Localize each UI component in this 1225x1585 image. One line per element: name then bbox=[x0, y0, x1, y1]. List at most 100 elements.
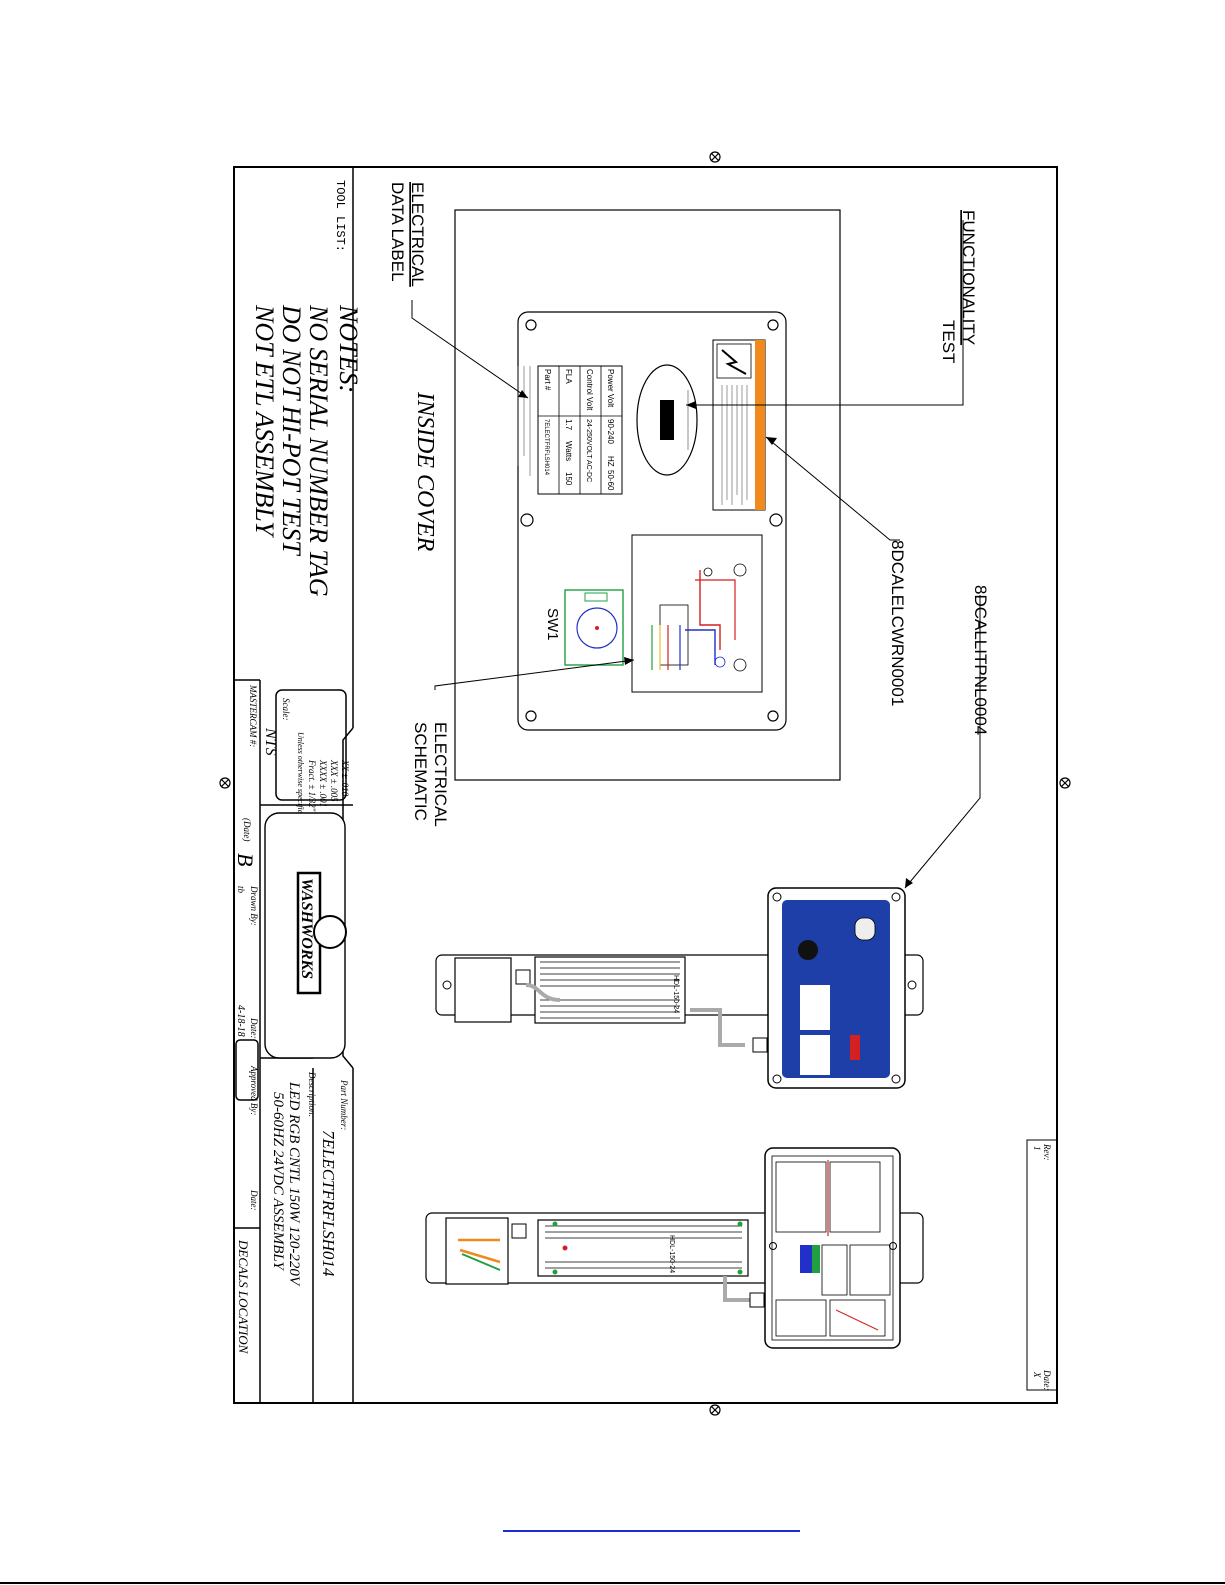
rev-value: 1 bbox=[1032, 1146, 1042, 1151]
electrical-data-label: Power Volt 90-240 HZ 50-60 Control Volt … bbox=[517, 365, 623, 495]
rev-date-label: Date: bbox=[1042, 1369, 1052, 1391]
electric-hazard-icon bbox=[716, 343, 752, 379]
callout-functionality-test: FUNCTIONALITY TEST bbox=[939, 210, 978, 363]
data-label-watts: Watts bbox=[564, 441, 573, 461]
tolerance-line-3: XXXX ± .001 bbox=[318, 759, 328, 807]
rev-initials: tb bbox=[236, 886, 246, 894]
data-label-part-value: 7ELECTFRFLSH014 bbox=[543, 419, 549, 476]
notes-block: TOOL LIST: NOTES: NO SERIAL NUMBER TAG D… bbox=[250, 180, 363, 597]
selector-knob-icon bbox=[854, 917, 876, 941]
tool-list-label: TOOL LIST: bbox=[333, 180, 347, 252]
tolerance-line-1: XX ± .010 bbox=[340, 759, 350, 797]
cable-gland-left-2 bbox=[752, 1037, 768, 1053]
callout-functionality-line-2: TEST bbox=[939, 320, 958, 363]
data-label-hz-value: 50-60 bbox=[606, 470, 615, 491]
sw1-switch-drawing bbox=[564, 589, 624, 666]
warning-decal-leader bbox=[765, 436, 900, 541]
data-label-power-volt: Power Volt bbox=[606, 369, 615, 408]
approved-by-label: Approved By: bbox=[249, 1065, 259, 1115]
junction-box-left bbox=[454, 957, 512, 1023]
date-label-small: (Date) bbox=[242, 818, 252, 842]
description-line-1: LED RGB CNTL 150W 120-220V bbox=[286, 1081, 302, 1287]
callout-lit-panel-decal: 8DCALLITPNL0004 bbox=[971, 585, 990, 735]
junction-box-right bbox=[445, 1217, 509, 1285]
sw1-label: SW1 bbox=[544, 608, 561, 641]
footer-link-underline[interactable] bbox=[503, 1530, 800, 1532]
mastercam-label: MASTERCAM #: bbox=[248, 684, 258, 747]
leader-arrowheads bbox=[518, 390, 913, 888]
data-label-control-volt-value: 24-250VOLT AC-DC bbox=[585, 419, 592, 482]
callout-electrical-data-label: ELECTRICAL DATA LABEL bbox=[388, 182, 427, 287]
warning-decal bbox=[712, 339, 766, 511]
leader-lines bbox=[411, 220, 981, 889]
tolerance-line-4: Fract. ± 1/32" bbox=[307, 759, 317, 812]
note-line-1: NO SERIAL NUMBER TAG bbox=[304, 304, 333, 597]
schematic-leader bbox=[434, 659, 635, 690]
heatsink-left-label: HDL-150-24 bbox=[672, 975, 679, 1013]
functionality-test-leader bbox=[686, 220, 964, 406]
registration-mark-bottom bbox=[709, 1404, 721, 1416]
registration-marks bbox=[219, 151, 1071, 1416]
cover-enclosure bbox=[517, 311, 787, 731]
registration-mark-right bbox=[1059, 777, 1071, 789]
drawn-date-label: Date: bbox=[249, 1017, 259, 1039]
data-label-fla: FLA bbox=[564, 369, 573, 384]
pushbutton-icon bbox=[798, 940, 818, 960]
lit-panel-assembly: HDL-150-24 bbox=[435, 887, 924, 1089]
registration-mark-left bbox=[219, 777, 231, 789]
part-number-label: Part Number: bbox=[339, 1079, 349, 1130]
scale-value: NTS bbox=[262, 727, 279, 756]
scale-label: Scale: bbox=[281, 698, 291, 721]
rev-date-value: X bbox=[1032, 1371, 1042, 1378]
cable-gland-right-2 bbox=[749, 1292, 765, 1308]
registration-mark-top bbox=[709, 151, 721, 163]
rev-box: Rev: 1 Date: X bbox=[1026, 1139, 1057, 1391]
rev-label: Rev: bbox=[1042, 1143, 1052, 1160]
data-label-hz: HZ bbox=[606, 456, 615, 467]
callout-schematic-line-1: ELECTRICAL bbox=[431, 722, 450, 827]
lit-panel-leader bbox=[904, 595, 981, 889]
control-enclosure-assembly: HDL-150-24 bbox=[425, 1147, 924, 1349]
open-control-enclosure bbox=[764, 1147, 901, 1349]
drawn-by-label: Drawn By: bbox=[249, 885, 259, 926]
data-label-part: Part # bbox=[543, 369, 552, 391]
cable-gland-left-1 bbox=[515, 969, 531, 985]
electrical-schematic-decal bbox=[564, 534, 763, 693]
notes-heading: NOTES: bbox=[334, 304, 363, 393]
callout-data-label-line-1: ELECTRICAL bbox=[408, 182, 427, 287]
inside-cover-label: INSIDE COVER bbox=[412, 391, 438, 552]
note-line-2: DO NOT HI-POT TEST bbox=[277, 304, 306, 556]
title-block-frame bbox=[234, 167, 354, 1403]
heatsink-right-label: HDL-150-24 bbox=[668, 1235, 675, 1273]
data-label-fla-value: 1.7 bbox=[564, 419, 573, 431]
tolerance-note: Unless otherwise specified bbox=[296, 732, 305, 818]
heatsink-right: HDL-150-24 bbox=[537, 1219, 749, 1277]
svg-text:WASHWORKS: WASHWORKS bbox=[298, 878, 315, 979]
callout-functionality-line-1: FUNCTIONALITY bbox=[959, 210, 978, 345]
sheet-title: DECALS LOCATION bbox=[236, 1239, 251, 1355]
data-label-watts-value: 150 bbox=[564, 472, 573, 486]
callout-electrical-schematic: ELECTRICAL SCHEMATIC bbox=[411, 722, 450, 827]
callout-warning-decal: 8DCALELCWRN0001 bbox=[888, 540, 907, 706]
cable-gland-right-1 bbox=[511, 1223, 527, 1239]
description-line-2: 50-60HZ 24VDC ASSEMBLY bbox=[270, 1092, 286, 1271]
approved-date-label: Date: bbox=[249, 1189, 259, 1211]
heatsink-left: HDL-150-24 bbox=[534, 956, 686, 1024]
drawn-date: 4-18-18 bbox=[235, 1005, 246, 1037]
washworks-logo: WASHWORKS bbox=[264, 812, 347, 1059]
title-block: XX ± .010 XXX ± .005 XXXX ± .001 Fract. … bbox=[233, 684, 1057, 1391]
part-number-value: 7ELECTFRFLSH014 bbox=[319, 1130, 338, 1277]
functionality-test-oval bbox=[636, 364, 698, 476]
callout-data-label-line-2: DATA LABEL bbox=[388, 182, 407, 282]
blue-lit-panel bbox=[767, 887, 906, 1089]
drawing-border bbox=[233, 166, 1058, 1404]
tolerance-block: XX ± .010 XXX ± .005 XXXX ± .001 Fract. … bbox=[296, 732, 350, 818]
callout-schematic-line-2: SCHEMATIC bbox=[411, 722, 430, 821]
page-bottom-rule bbox=[0, 1582, 1225, 1584]
rev-letter: B bbox=[233, 853, 258, 866]
data-label-leader bbox=[411, 300, 529, 399]
description-label: Description: bbox=[307, 1071, 317, 1118]
tolerance-line-2: XXX ± .005 bbox=[329, 759, 339, 802]
data-label-power-volt-value: 90-240 bbox=[606, 419, 615, 444]
